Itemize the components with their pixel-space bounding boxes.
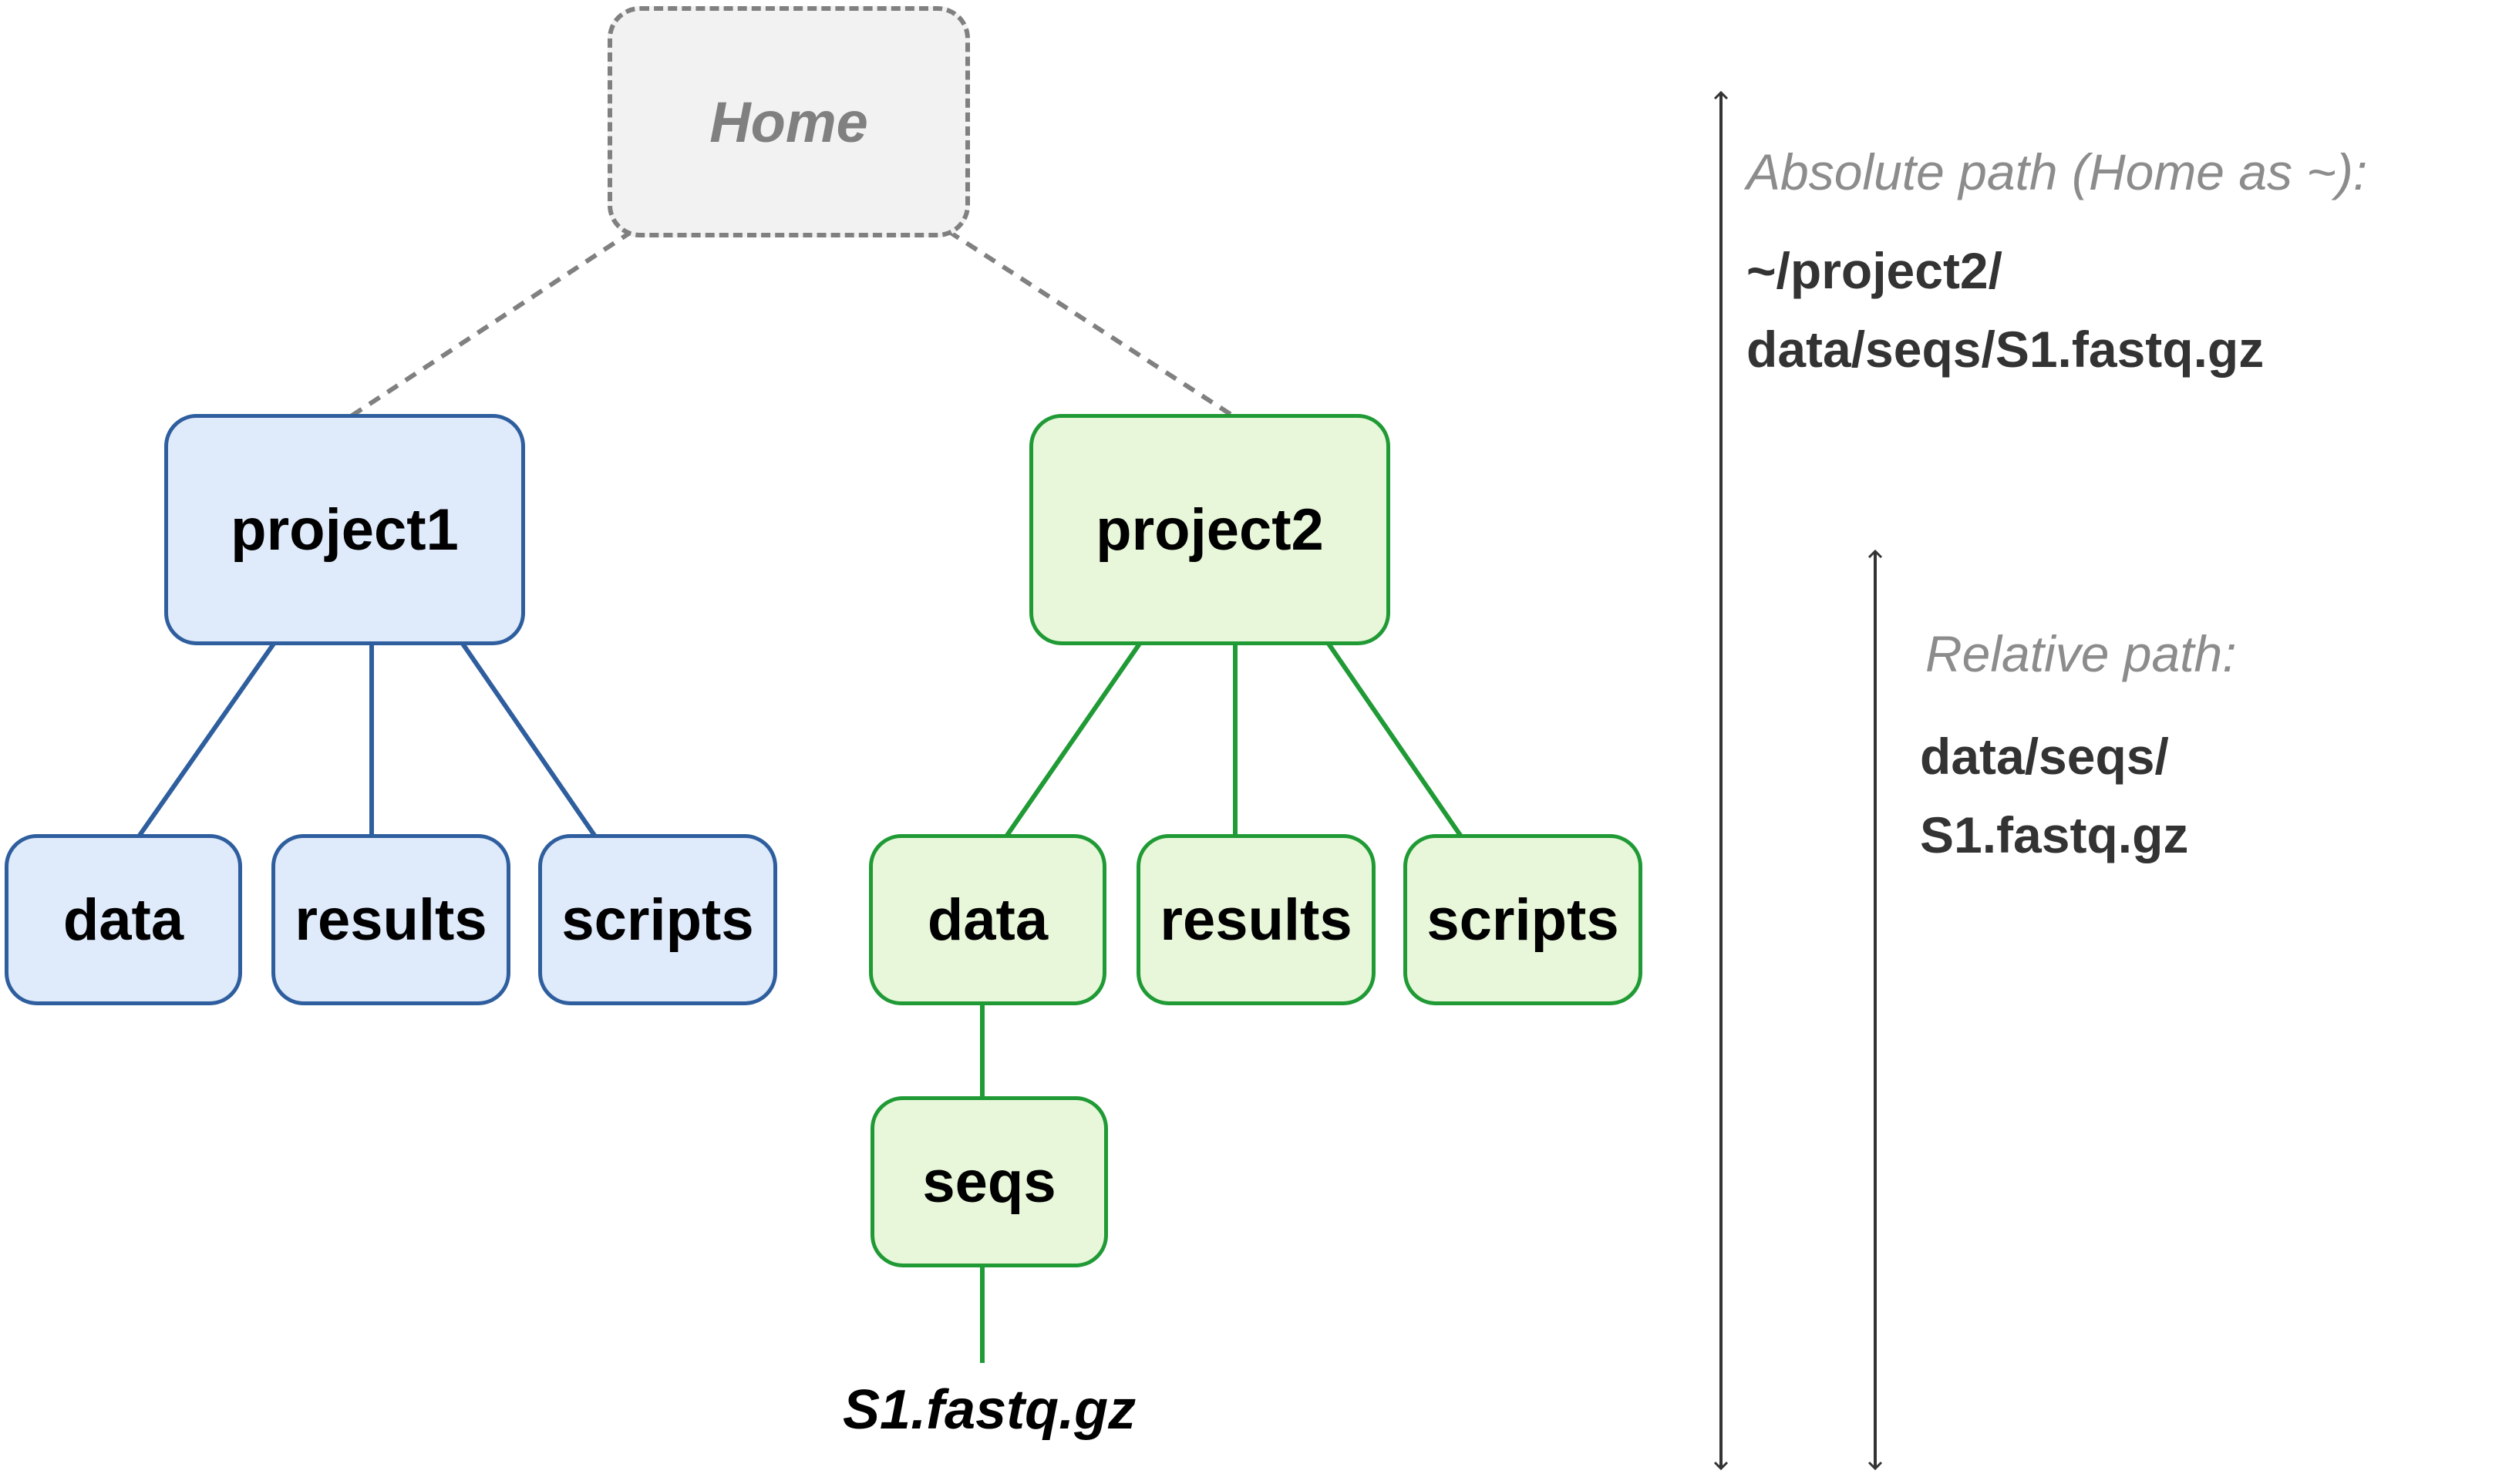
- project2-label: project2: [1096, 496, 1324, 563]
- file-label: S1.fastq.gz: [843, 1379, 1137, 1441]
- edge-project2-scripts: [1326, 642, 1463, 838]
- folder-label: scripts: [1426, 887, 1619, 953]
- relative-path-line2: S1.fastq.gz: [1920, 806, 2189, 863]
- project2-results-node: results: [1137, 834, 1376, 1005]
- absolute-path-label: Absolute path (Home as ~):: [1746, 143, 2368, 200]
- edge-home-project1: [349, 229, 634, 419]
- edge-home-project2: [947, 229, 1235, 419]
- project1-data-node: data: [5, 834, 242, 1005]
- absolute-path-line1: ~/project2/: [1746, 242, 2002, 299]
- home-label: Home: [709, 89, 868, 154]
- project1-label: project1: [231, 496, 459, 563]
- project2-scripts-node: scripts: [1403, 834, 1642, 1005]
- project1-node: project1: [164, 414, 525, 645]
- relative-path-value: data/seqs/ S1.fastq.gz: [1920, 717, 2188, 874]
- edge-project1-data: [136, 642, 276, 838]
- project2-node: project2: [1029, 414, 1390, 645]
- folder-label: scripts: [561, 887, 754, 953]
- folder-label: data: [927, 887, 1049, 953]
- absolute-path-value: ~/project2/ data/seqs/S1.fastq.gz: [1746, 231, 2264, 389]
- home-node: Home: [608, 6, 970, 237]
- folder-label: results: [1160, 887, 1352, 953]
- project1-scripts-node: scripts: [538, 834, 777, 1005]
- relative-path-line1: data/seqs/: [1920, 728, 2169, 785]
- folder-label: data: [62, 887, 184, 953]
- folder-label: results: [295, 887, 487, 953]
- project2-data-node: data: [869, 834, 1106, 1005]
- project1-results-node: results: [271, 834, 510, 1005]
- edge-project1-scripts: [460, 642, 598, 838]
- absolute-path-line2: data/seqs/S1.fastq.gz: [1746, 321, 2265, 378]
- edge-project2-data: [1004, 642, 1142, 838]
- seqs-node: seqs: [871, 1096, 1108, 1267]
- relative-path-label: Relative path:: [1925, 625, 2237, 682]
- folder-label: seqs: [922, 1149, 1056, 1215]
